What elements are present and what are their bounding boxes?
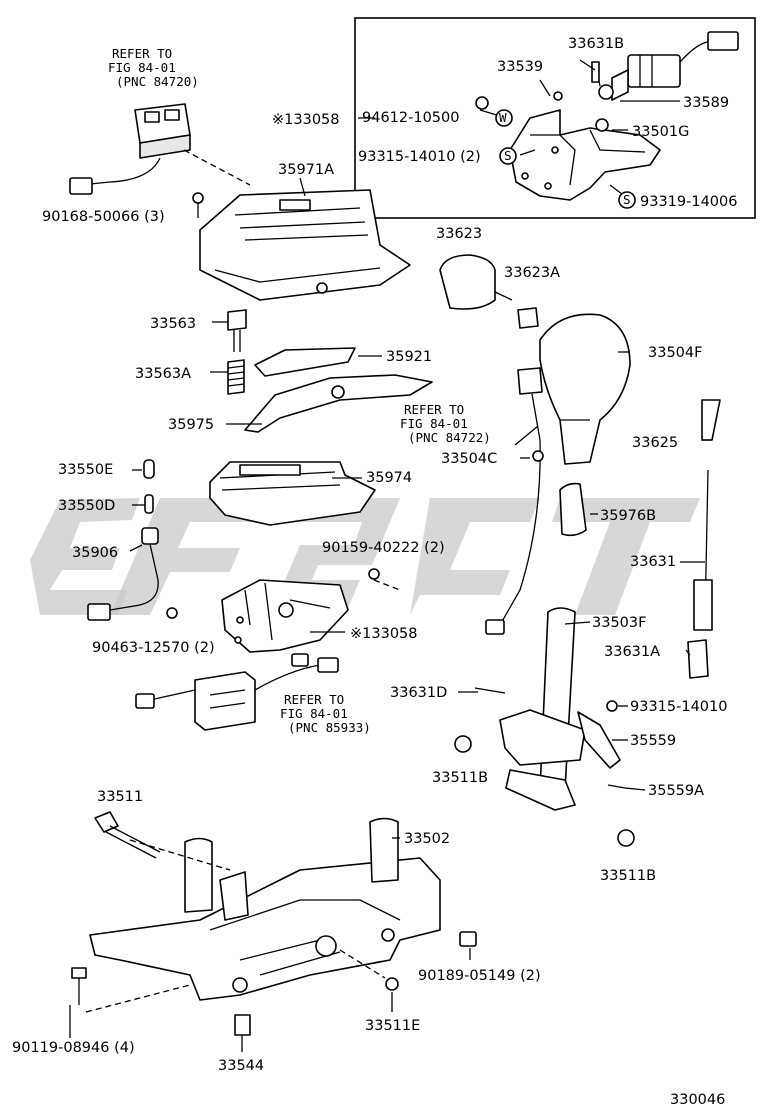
cap-33511E xyxy=(385,977,399,991)
part-label: 33539 xyxy=(497,59,543,75)
switch-assembly-85933 xyxy=(135,653,339,731)
part-label: 33511B xyxy=(600,868,656,884)
refer-note-line: FIG 84-01 xyxy=(280,706,348,721)
shift-lock-bracket xyxy=(475,91,661,201)
refer-note-line: (PNC 84720) xyxy=(116,74,199,89)
refer-note-84720: REFER TO FIG 84-01 (PNC 84720) xyxy=(108,46,199,89)
part-label: 33563 xyxy=(150,316,196,332)
part-label: 33550D xyxy=(58,498,115,514)
push-rod-33631 xyxy=(687,399,721,679)
part-labels: ※133058 35971A 90168-50066 (3) 33623 336… xyxy=(12,112,728,1074)
part-label: 35976B xyxy=(600,508,656,524)
shift-lever-33503F xyxy=(454,607,635,847)
part-label: 33631D xyxy=(390,685,447,701)
part-label: 33502 xyxy=(404,831,450,847)
part-label: 33631B xyxy=(568,36,624,52)
screw-symbol-1: S xyxy=(504,148,512,163)
selector-switch-133058 xyxy=(166,568,380,653)
switch-assembly-84720 xyxy=(69,103,191,195)
shift-indicator-housing xyxy=(199,189,411,301)
screw-symbol-2: S xyxy=(623,192,631,207)
part-label: 90189-05149 (2) xyxy=(418,968,541,984)
bushing-33544 xyxy=(234,1014,251,1036)
part-label: 33623A xyxy=(504,265,560,281)
part-label: 35971A xyxy=(278,162,334,178)
part-label: 35906 xyxy=(72,545,118,561)
part-label: 35921 xyxy=(386,349,432,365)
bulbs-33550 xyxy=(143,459,155,514)
part-label: 33501G xyxy=(632,124,689,140)
bolt-90168 xyxy=(192,192,204,218)
plate-35921 xyxy=(254,347,356,377)
refer-note-line: REFER TO xyxy=(284,692,344,707)
part-label: 33504F xyxy=(648,345,702,361)
refer-note-line: REFER TO xyxy=(112,46,172,61)
refer-note-85933: REFER TO FIG 84-01 (PNC 85933) xyxy=(280,692,371,735)
cover-35975 xyxy=(244,374,433,433)
nut-90189 xyxy=(459,931,477,947)
part-label: 33503F xyxy=(592,615,646,631)
refer-note-line: REFER TO xyxy=(404,402,464,417)
refer-note-line: (PNC 84722) xyxy=(408,430,491,445)
part-label: 33544 xyxy=(218,1058,264,1074)
part-label: 93319-14006 xyxy=(640,194,738,210)
part-label: 33550E xyxy=(58,462,113,478)
part-label: 33504C xyxy=(441,451,497,467)
part-label: 33631 xyxy=(630,554,676,570)
part-label: 33511B xyxy=(432,770,488,786)
refer-note-line: (PNC 85933) xyxy=(288,720,371,735)
sleeve-35976B xyxy=(559,482,587,537)
part-label: ※133058 xyxy=(350,626,418,642)
part-label: 33511E xyxy=(365,1018,420,1034)
refer-note-line: FIG 84-01 xyxy=(108,60,176,75)
part-label: 35974 xyxy=(366,470,412,486)
shift-knob-33504F xyxy=(539,313,631,465)
part-label: 90119-08946 (4) xyxy=(12,1040,135,1056)
refer-note-84722: REFER TO FIG 84-01 (PNC 84722) xyxy=(400,402,491,445)
detail-inset-frame xyxy=(354,17,756,219)
part-label: 35559A xyxy=(648,783,704,799)
part-label: 33623 xyxy=(436,226,482,242)
knob-wire-33504C xyxy=(485,367,544,635)
inset-labels: 33631B 33539 33589 94612-10500 33501G 93… xyxy=(358,36,738,210)
bolt-90119 xyxy=(71,967,87,1005)
bolt-33511 xyxy=(94,811,161,859)
part-label: 90168-50066 (3) xyxy=(42,209,165,225)
part-label: 33625 xyxy=(632,435,678,451)
part-label: 93315-14010 (2) xyxy=(358,149,481,165)
part-label: 90159-40222 (2) xyxy=(322,540,445,556)
part-label: 33631A xyxy=(604,644,660,660)
part-label: 90463-12570 (2) xyxy=(92,640,215,656)
part-label: 33563A xyxy=(135,366,191,382)
part-label: 35559 xyxy=(630,733,676,749)
lamp-socket-33563 xyxy=(227,309,247,395)
refer-note-line: FIG 84-01 xyxy=(400,416,468,431)
shift-lever-base-33502 xyxy=(89,817,441,1001)
part-label: 94612-10500 xyxy=(362,110,460,126)
wire-35906 xyxy=(87,527,159,621)
figure-number: 330046 xyxy=(670,1092,725,1108)
part-label: 93315-14010 xyxy=(630,699,728,715)
knob-insert-33623 xyxy=(439,254,539,329)
part-label: ※133058 xyxy=(272,112,340,128)
part-label: 35975 xyxy=(168,417,214,433)
inset-symbols: W S S xyxy=(495,109,636,209)
leader-lines xyxy=(69,59,712,1052)
part-label: 33511 xyxy=(97,789,143,805)
washer-symbol: W xyxy=(499,110,507,125)
shift-lock-solenoid xyxy=(591,31,739,101)
part-label: 33589 xyxy=(683,95,729,111)
